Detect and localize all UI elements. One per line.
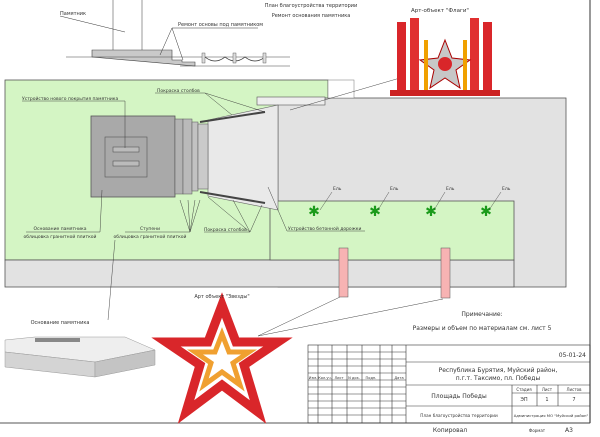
col-koluch: Кол.уч. — [318, 376, 332, 380]
sheet-value: 1 — [545, 397, 548, 403]
note-title: Примечание: — [461, 311, 502, 318]
organization: Администрация МО "Муйский район" — [514, 413, 589, 418]
monument-label: Памятник — [60, 11, 86, 17]
paint-posts-label-top: Покраска столбов — [157, 88, 200, 94]
col-ndok: N док. — [348, 376, 360, 380]
svg-text:✱: ✱ — [480, 204, 492, 220]
flag-object-placement — [256, 96, 326, 106]
paved-strip — [4, 259, 515, 288]
stage-header: Стадия — [516, 387, 532, 392]
copied-label: Копировал — [433, 427, 467, 434]
col-data: Дата — [394, 376, 403, 380]
steps-label-2: облицовка гранитной плиткой — [114, 233, 187, 240]
svg-text:✱: ✱ — [425, 204, 437, 220]
fence-top — [199, 111, 266, 123]
format-label: Формат — [529, 428, 546, 433]
tree: ✱ Ель — [425, 186, 455, 220]
tree: ✱ Ель — [308, 186, 342, 220]
star-label: Арт объект "Звезды" — [194, 294, 249, 300]
drawing-code: 05-01-24 — [559, 352, 586, 359]
base-repair-label: Ремонт основы под памятником — [178, 22, 263, 28]
stage-value: ЭП — [520, 397, 527, 403]
format-value: А3 — [565, 427, 573, 434]
fence-bottom — [199, 191, 266, 204]
leader-lines — [22, 77, 444, 337]
tree: ✱ Ель — [480, 186, 511, 220]
svg-text:✱: ✱ — [308, 204, 320, 220]
lawn-strip — [269, 200, 515, 261]
svg-text:Ель: Ель — [502, 186, 511, 192]
step — [174, 118, 184, 195]
drawing-name: План благоустройства территории — [420, 413, 498, 418]
plan-title: План благоустройства территории — [265, 2, 358, 9]
sheets-value: 7 — [572, 397, 575, 403]
section-view — [59, 0, 290, 67]
flags-label: Арт-объект "Флаги" — [411, 8, 469, 14]
sheets-header: Листов — [567, 387, 583, 392]
svg-text:Ель: Ель — [333, 186, 342, 192]
star-art-object — [151, 292, 293, 424]
step — [182, 118, 193, 195]
location-2: п.г.т. Таксимо, пл. Победы — [456, 375, 541, 382]
monument-base-3d — [4, 336, 156, 378]
base-label-1: Основание памятника — [34, 226, 87, 232]
paint-posts-label-bottom: Покраска столбов — [204, 227, 247, 233]
monument-pedestal — [104, 136, 148, 178]
sheet-header: Лист — [542, 387, 553, 392]
plaque — [112, 160, 140, 167]
plan-subtitle: Ремонт основания памятника — [272, 13, 351, 19]
tree: ✱ Ель — [369, 186, 399, 220]
star-post — [440, 247, 451, 299]
title-block — [307, 344, 591, 424]
steps-label-1: Ступени — [140, 226, 160, 232]
step — [197, 123, 209, 190]
base-label-2: облицовка гранитной плиткой — [24, 233, 97, 240]
plaque — [112, 146, 140, 153]
note-text: Размеры и объем по материалам см. лист 5 — [413, 325, 552, 332]
col-izm: Изм. — [309, 376, 317, 380]
svg-text:Ель: Ель — [390, 186, 399, 192]
flags-art-object — [390, 18, 500, 96]
object-name: Площадь Победы — [431, 393, 487, 400]
svg-text:✱: ✱ — [369, 204, 381, 220]
svg-text:Ель: Ель — [446, 186, 455, 192]
col-list: Лист — [334, 376, 343, 380]
step — [191, 121, 199, 192]
location-1: Республика Бурятия, Муйский район, — [439, 367, 558, 374]
star-post — [338, 247, 349, 298]
base-3d-label: Основание памятника — [31, 320, 90, 326]
col-podp: Подп. — [366, 376, 377, 380]
concrete-path-label: Устройство бетонной дорожки — [288, 225, 361, 232]
new-cover-label: Устройство нового покрытия памятника — [22, 95, 118, 102]
